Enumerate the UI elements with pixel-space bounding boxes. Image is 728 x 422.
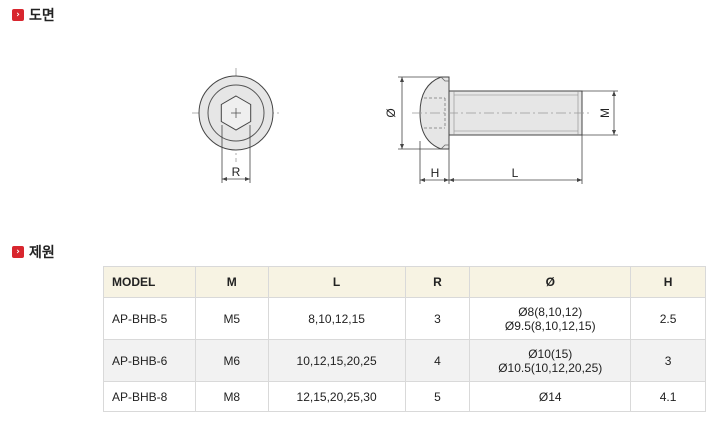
chevron-right-icon: › (12, 9, 24, 21)
dim-label-r: R (232, 165, 241, 179)
cell-m: M6 (194, 339, 269, 382)
cell-phi-line1: Ø8(8,10,12) (518, 304, 583, 319)
specs-section-title: 제원 (29, 245, 55, 261)
cell-phi-line1: Ø10(15) (528, 346, 573, 361)
cell-phi-line1: Ø14 (538, 389, 562, 404)
table-row: AP-BHB-5 M5 8,10,12,15 3 Ø8(8,10,12) Ø9.… (103, 297, 706, 340)
cell-m: M8 (194, 381, 269, 412)
drawing-section-header: › 도면 (12, 5, 55, 25)
dim-label-l: L (512, 166, 519, 180)
cell-l: 10,12,15,20,25 (267, 339, 406, 382)
col-header-l: L (267, 266, 406, 298)
cell-h: 3 (630, 339, 706, 382)
dim-label-h: H (431, 166, 440, 180)
dim-label-phi: Ø (384, 108, 398, 117)
drawing-section-title: 도면 (29, 8, 55, 24)
cell-h: 4.1 (630, 381, 706, 412)
front-view: R (192, 68, 281, 183)
col-header-model: MODEL (103, 266, 196, 298)
side-view: Ø M H L (384, 76, 618, 184)
specs-table: MODEL M L R Ø H AP-BHB-5 M5 8,10,12,15 3… (103, 266, 706, 412)
technical-drawing: R Ø M (192, 68, 618, 184)
table-header-row: MODEL M L R Ø H (103, 266, 706, 298)
cell-model: AP-BHB-6 (103, 339, 196, 382)
cell-l: 8,10,12,15 (267, 297, 406, 340)
cell-phi-line2: Ø9.5(8,10,12,15) (504, 318, 596, 333)
cell-r: 5 (404, 381, 471, 412)
cell-l: 12,15,20,25,30 (267, 381, 406, 412)
col-header-m: M (194, 266, 269, 298)
cell-r: 4 (404, 339, 471, 382)
cell-phi: Ø10(15) Ø10.5(10,12,20,25) (469, 339, 632, 382)
dim-label-m: M (598, 108, 612, 118)
chevron-right-icon: › (12, 246, 24, 258)
cell-m: M5 (194, 297, 269, 340)
cell-h: 2.5 (630, 297, 706, 340)
cell-r: 3 (404, 297, 471, 340)
cell-phi-line2: Ø10.5(10,12,20,25) (498, 360, 603, 375)
cell-phi: Ø8(8,10,12) Ø9.5(8,10,12,15) (469, 297, 632, 340)
cell-phi: Ø14 (469, 381, 632, 412)
col-header-phi: Ø (469, 266, 632, 298)
cell-model: AP-BHB-8 (103, 381, 196, 412)
table-row: AP-BHB-6 M6 10,12,15,20,25 4 Ø10(15) Ø10… (103, 339, 706, 382)
col-header-h: H (630, 266, 706, 298)
cell-model: AP-BHB-5 (103, 297, 196, 340)
col-header-r: R (404, 266, 471, 298)
specs-section-header: › 제원 (12, 242, 55, 262)
table-row: AP-BHB-8 M8 12,15,20,25,30 5 Ø14 4.1 (103, 381, 706, 412)
